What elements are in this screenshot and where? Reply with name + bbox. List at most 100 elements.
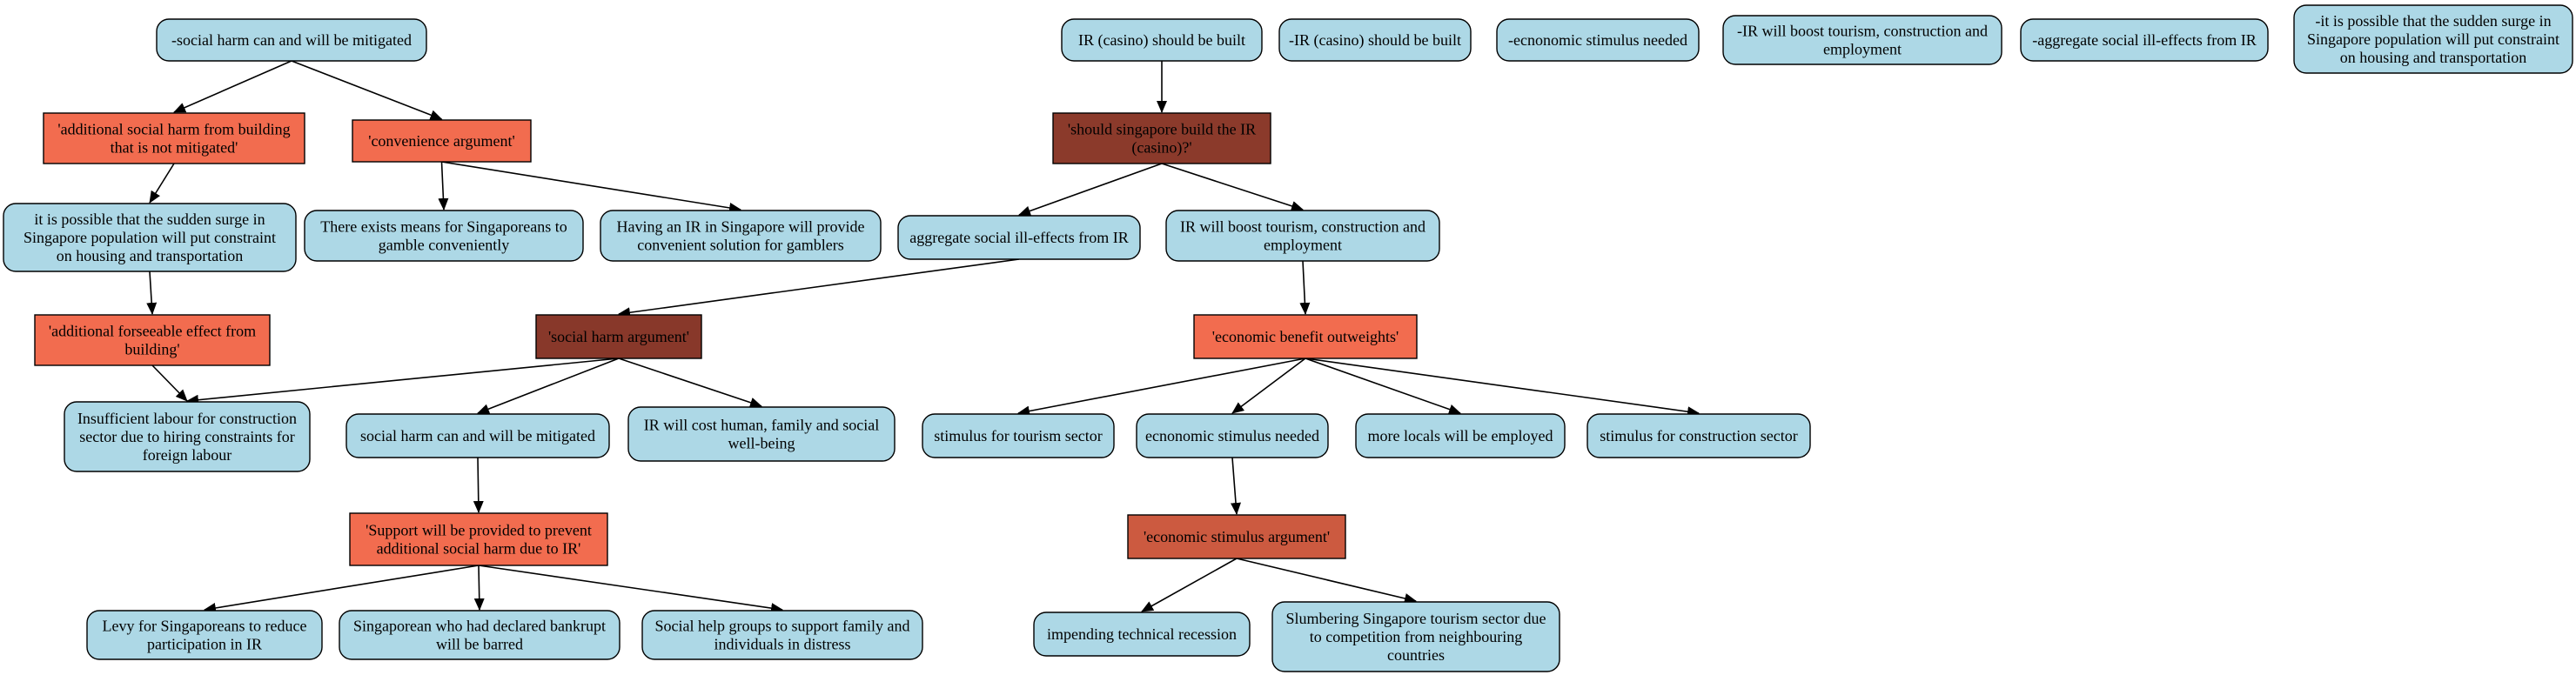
- node-label-n8-line-0: Insufficient labour for construction: [77, 410, 297, 427]
- node-box-n4: [3, 203, 297, 272]
- node-box-n5: [304, 210, 584, 262]
- node-n29: stimulus for construction sector: [1587, 413, 1811, 458]
- node-label-n8-line-1: sector due to hiring constraints for: [79, 428, 294, 445]
- node-box-n24: [1165, 210, 1440, 262]
- node-box-n26: [922, 413, 1115, 458]
- node-box-n19: [1722, 15, 2002, 65]
- edge-n23-to-n9: [618, 258, 1020, 318]
- node-box-n7: [34, 314, 271, 366]
- node-box-n23: [897, 215, 1141, 260]
- edge-n12-to-n14: [473, 565, 485, 611]
- node-n30: 'economic stimulus argument': [1127, 514, 1346, 559]
- node-label-n12-line-1: additional social harm due to IR': [377, 540, 581, 558]
- edge-n12-to-n15: [478, 565, 783, 614]
- node-label-n5-line-1: gamble conveniently: [379, 237, 509, 254]
- edge-n9-to-n11: [618, 358, 762, 408]
- node-n16: IR (casino) should be built: [1061, 18, 1263, 62]
- node-label-n32-line-0: Slumbering Singapore tourism sector due: [1286, 610, 1546, 627]
- node-n18: -ecnonomic stimulus needed: [1496, 18, 1700, 62]
- node-n22: 'should singapore build the IR(casino)?': [1052, 112, 1271, 164]
- node-box-n1: [156, 18, 427, 62]
- node-label-n5-line-0: There exists means for Singaporeans to: [320, 218, 567, 236]
- edge-n2-to-n4: [149, 163, 175, 204]
- node-label-n17-line-0: -IR (casino) should be built: [1289, 31, 1461, 50]
- node-label-n12-line-0: 'Support will be provided to prevent: [366, 522, 592, 539]
- node-box-n14: [339, 610, 621, 660]
- node-label-n14-line-1: will be barred: [436, 636, 523, 653]
- node-n14: Singaporean who had declared bankruptwil…: [339, 610, 621, 660]
- node-label-n2-line-1: that is not mitigated': [111, 139, 238, 157]
- node-label-n6-line-0: Having an IR in Singapore will provide: [617, 218, 865, 236]
- node-n12: 'Support will be provided to preventaddi…: [349, 512, 608, 566]
- node-n15: Social help groups to support family and…: [641, 610, 923, 660]
- node-n20: -aggregate social ill-effects from IR: [2020, 18, 2269, 62]
- node-label-n24-line-1: employment: [1264, 237, 1342, 254]
- node-n11: IR will cost human, family and socialwel…: [627, 406, 896, 462]
- node-label-n13-line-0: Levy for Singaporeans to reduce: [103, 618, 307, 635]
- node-box-n15: [641, 610, 923, 660]
- node-label-n32-line-1: to competition from neighbouring: [1310, 628, 1522, 645]
- edge-n25-to-n26: [1017, 358, 1306, 417]
- node-box-n12: [349, 512, 608, 566]
- node-label-n28-line-0: more locals will be employed: [1368, 427, 1553, 444]
- node-label-n7-line-1: building': [124, 341, 179, 358]
- node-n6: Having an IR in Singapore will provideco…: [600, 210, 882, 262]
- node-n26: stimulus for tourism sector: [922, 413, 1115, 458]
- node-n21: -it is possible that the sudden surge in…: [2293, 4, 2573, 74]
- edge-n25-to-n29: [1305, 358, 1700, 418]
- node-box-n9: [535, 314, 702, 359]
- node-box-n32: [1271, 601, 1560, 672]
- node-label-n21-line-1: Singapore population will put constraint: [2307, 30, 2559, 48]
- node-box-n11: [627, 406, 896, 462]
- node-label-n1-line-0: -social harm can and will be mitigated: [171, 31, 412, 49]
- node-box-n22: [1052, 112, 1271, 164]
- node-label-n19-line-1: employment: [1823, 41, 1902, 58]
- edge-n9-to-n10: [477, 358, 620, 414]
- edge-n12-to-n13: [204, 565, 480, 613]
- node-n27: ecnonomic stimulus needed: [1136, 413, 1329, 458]
- node-label-n29-line-0: stimulus for construction sector: [1600, 427, 1797, 444]
- node-box-n10: [345, 413, 610, 458]
- node-label-n23-line-0: aggregate social ill-effects from IR: [909, 229, 1129, 246]
- node-label-n15-line-1: individuals in distress: [714, 636, 851, 653]
- node-n10: social harm can and will be mitigated: [345, 413, 610, 458]
- node-n19: -IR will boost tourism, construction and…: [1722, 15, 2002, 65]
- node-n9: 'social harm argument': [535, 314, 702, 359]
- edge-n10-to-n12: [473, 457, 484, 513]
- node-label-n2-line-0: 'additional social harm from building: [57, 121, 290, 138]
- node-label-n6-line-1: convenient solution for gamblers: [637, 237, 843, 254]
- node-n13: Levy for Singaporeans to reduceparticipa…: [86, 610, 323, 660]
- node-box-n6: [600, 210, 882, 262]
- node-label-n32-line-2: countries: [1387, 646, 1445, 664]
- node-box-n18: [1496, 18, 1700, 62]
- node-label-n4-line-1: Singapore population will put constraint: [23, 229, 276, 246]
- edge-n25-to-n28: [1305, 358, 1461, 415]
- node-label-n25-line-0: 'economic benefit outweights': [1212, 328, 1399, 345]
- node-label-n26-line-0: stimulus for tourism sector: [934, 427, 1102, 444]
- node-label-n7-line-0: 'additional forseeable effect from: [49, 323, 256, 340]
- node-box-n3: [352, 119, 532, 163]
- node-label-n10-line-0: social harm can and will be mitigated: [360, 427, 595, 444]
- edge-n27-to-n30: [1231, 457, 1241, 515]
- node-label-n13-line-1: participation in IR: [147, 636, 262, 653]
- node-label-n21-line-0: -it is possible that the sudden surge in: [2315, 12, 2551, 30]
- node-box-n20: [2020, 18, 2269, 62]
- node-n31: impending technical recession: [1033, 612, 1251, 657]
- node-n3: 'convenience argument': [352, 119, 532, 163]
- edge-n1-to-n2: [173, 60, 292, 113]
- node-label-n22-line-1: (casino)?': [1131, 139, 1191, 157]
- node-box-n25: [1193, 314, 1418, 359]
- edge-n22-to-n24: [1161, 163, 1304, 211]
- node-label-n27-line-0: ecnonomic stimulus needed: [1145, 427, 1319, 444]
- node-n5: There exists means for Singaporeans toga…: [304, 210, 584, 262]
- node-box-n28: [1355, 413, 1566, 458]
- node-box-n31: [1033, 612, 1251, 657]
- node-n4: it is possible that the sudden surge inS…: [3, 203, 297, 272]
- node-n8: Insufficient labour for constructionsect…: [64, 401, 311, 472]
- node-box-n17: [1278, 18, 1472, 62]
- node-box-n2: [43, 112, 305, 164]
- node-n2: 'additional social harm from buildingtha…: [43, 112, 305, 164]
- edge-n25-to-n27: [1231, 358, 1306, 414]
- node-box-n30: [1127, 514, 1346, 559]
